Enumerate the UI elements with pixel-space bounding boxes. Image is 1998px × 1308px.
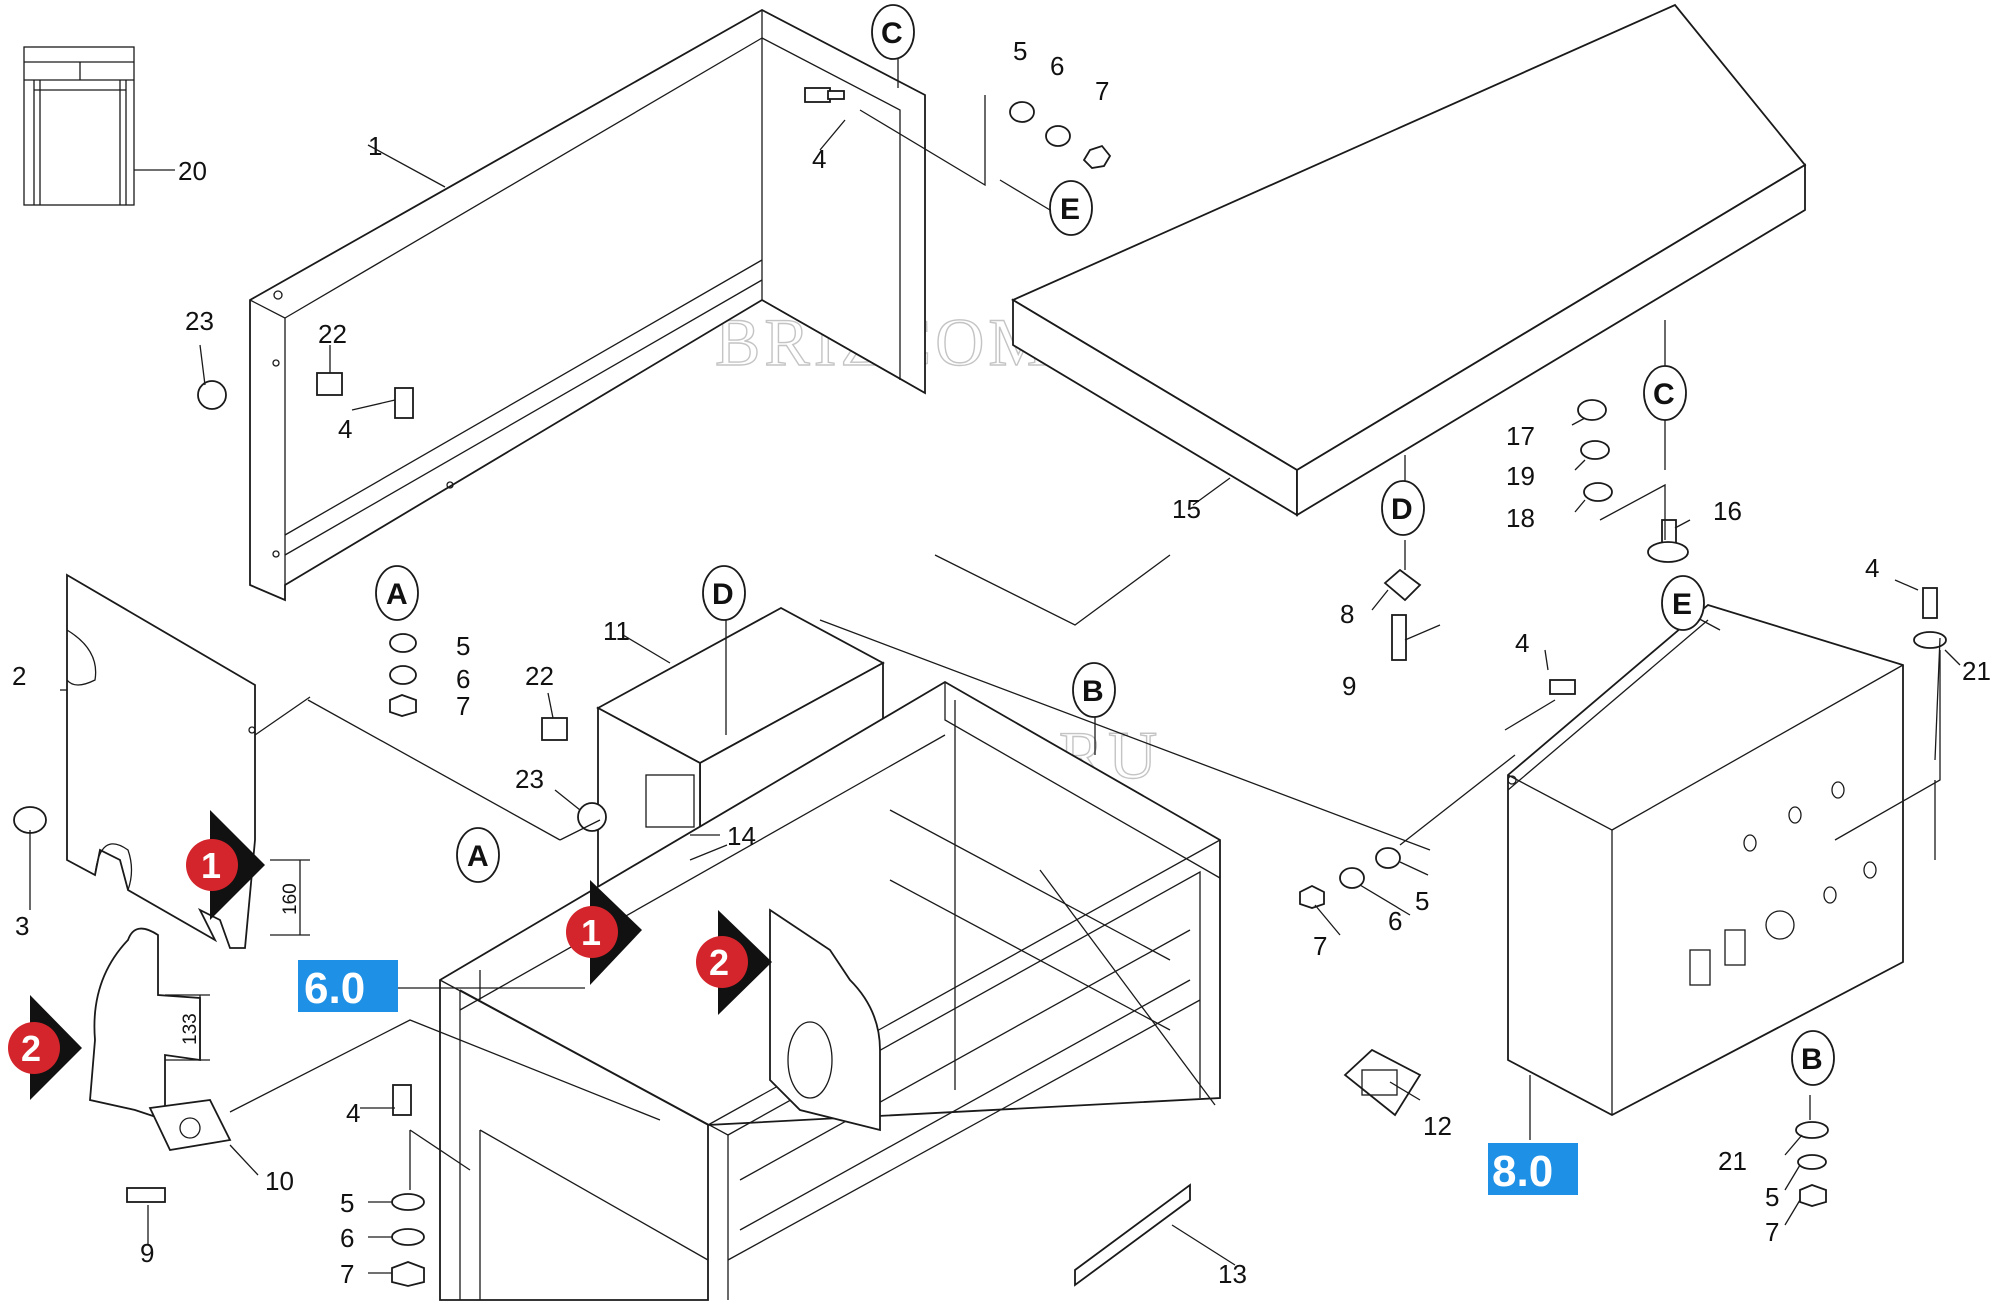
part-20-label: 20 [178,156,207,186]
part-10-label: 10 [265,1166,294,1196]
part-5d-label: 5 [1415,886,1429,916]
part-16-label: 16 [1713,496,1742,526]
svg-text:D: D [1391,493,1413,526]
part-12-label: 12 [1423,1111,1452,1141]
leader-lines [29,44,1961,1274]
svg-text:E: E [1672,588,1692,621]
part-5c-label: 5 [340,1188,354,1218]
part-6a-label: 6 [1050,51,1064,81]
part-9b-label: 9 [1342,671,1356,701]
step-marker-2b: 2 [8,995,82,1100]
part-11-label: 11 [603,616,630,646]
svg-text:2: 2 [709,942,729,983]
part-6d-label: 6 [1388,906,1402,936]
svg-text:C: C [881,17,903,50]
callout-b-top: B [1072,662,1116,718]
side-bracket [769,908,881,1132]
step-marker-1b: 1 [566,880,642,985]
label-plate [1074,1183,1191,1287]
svg-text:1: 1 [201,845,221,886]
svg-text:A: A [467,840,489,873]
callout-e-right: E [1661,575,1705,631]
part-13-label: 13 [1218,1259,1247,1289]
lower-plate [89,927,201,1122]
svg-text:6.0: 6.0 [304,964,365,1013]
part-7e-label: 7 [1765,1217,1779,1247]
part-17-label: 17 [1506,421,1535,451]
part-6c-label: 6 [340,1223,354,1253]
step-marker-2a: 2 [696,910,772,1015]
callout-d-top: D [1381,480,1425,536]
side-panel-frame [249,8,926,602]
callout-a-top: A [375,565,419,621]
part-7a-label: 7 [1095,76,1109,106]
part-19-label: 19 [1506,461,1535,491]
part-21a-label: 21 [1962,656,1991,686]
part-4c-label: 4 [346,1098,360,1128]
control-cabinet [1507,603,1904,1117]
svg-text:8.0: 8.0 [1492,1147,1553,1196]
part-7c-label: 7 [340,1259,354,1289]
callout-b-right: B [1791,1030,1835,1086]
dimension-133: 133 [165,994,210,1061]
svg-text:2: 2 [21,1028,41,1069]
callout-c-top: C [871,4,915,60]
part-4d-label: 4 [1515,628,1529,658]
svg-text:D: D [712,578,734,611]
section-badge-6-0[interactable]: 6.0 [298,960,398,1013]
hardware-items [13,87,1947,1287]
part-23a-label: 23 [185,306,214,336]
part-14-label: 14 [727,821,756,851]
top-cover-slab [1011,3,1807,517]
svg-text:A: A [386,578,408,611]
part-22a-label: 22 [318,319,347,349]
part-4a-label: 4 [812,144,826,174]
part-22b-label: 22 [525,661,554,691]
part-number-labels: 1 2 3 4 4 4 4 4 5 5 5 5 5 6 6 6 6 7 7 7 … [12,36,1991,1289]
part-7d-label: 7 [1313,931,1327,961]
part-1-label: 1 [368,131,382,161]
svg-text:1: 1 [581,912,601,953]
mount-grommet [1343,1048,1422,1117]
section-badge-8-0[interactable]: 8.0 [1488,1143,1578,1196]
dimension-label-133: 133 [180,1013,201,1045]
part-8-label: 8 [1340,599,1354,629]
part-15-label: 15 [1172,494,1201,524]
svg-text:B: B [1801,1043,1823,1076]
callout-d-center: D [702,565,746,621]
part-5e-label: 5 [1765,1182,1779,1212]
legend-thumbnail [23,46,175,206]
part-9a-label: 9 [140,1238,154,1268]
callout-a-bottom: A [456,827,500,883]
callout-e-top: E [1049,180,1093,236]
part-18-label: 18 [1506,503,1535,533]
callout-c-right: C [1643,365,1687,421]
part-23b-label: 23 [515,764,544,794]
part-5b-label: 5 [456,631,470,661]
svg-text:C: C [1653,378,1675,411]
part-2-label: 2 [12,661,26,691]
svg-text:E: E [1060,193,1080,226]
part-4b-label: 4 [338,414,352,444]
svg-text:B: B [1082,675,1104,708]
part-7b-label: 7 [456,691,470,721]
dimension-label-160: 160 [280,883,301,915]
part-21b-label: 21 [1718,1146,1747,1176]
part-5a-label: 5 [1013,36,1027,66]
step-marker-1a: 1 [186,810,265,920]
part-3-label: 3 [15,911,29,941]
part-4e-label: 4 [1865,553,1879,583]
dimension-160: 160 [270,859,310,936]
part-6b-label: 6 [456,664,470,694]
